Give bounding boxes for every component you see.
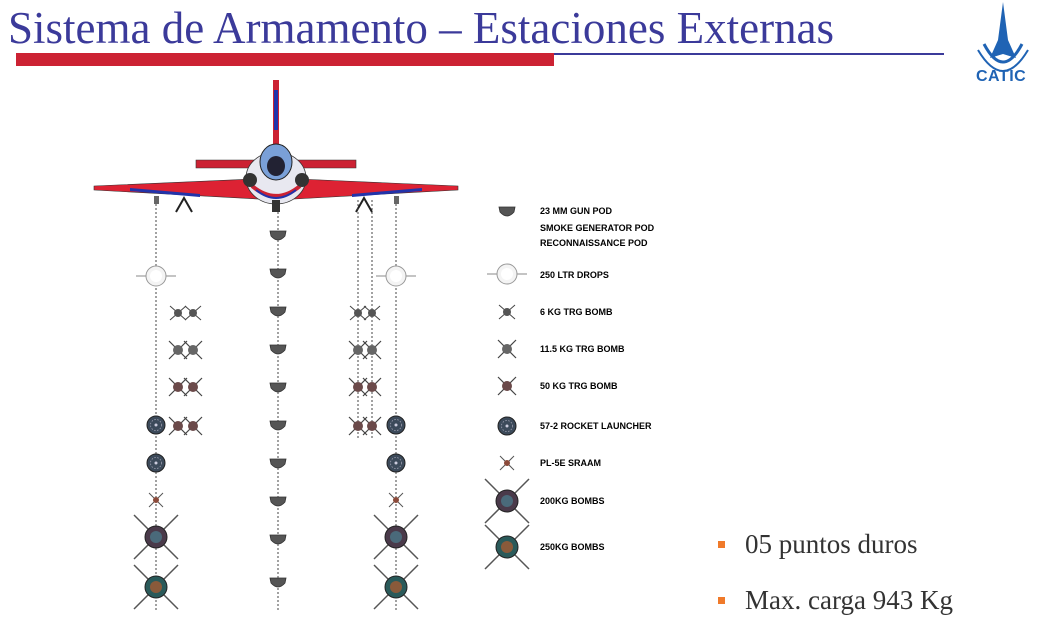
legend-label: 50 KG TRG BOMB [540,381,618,391]
bullet-item: 05 puntos duros [718,516,953,572]
bullet-item: Max. carga 943 Kg [718,572,953,628]
legend-label: PL-5E SRAAM [540,458,601,468]
legend-label: 23 MM GUN POD [540,206,613,216]
legend-label: 250 LTR DROPS [540,270,609,280]
title-underline [554,53,944,55]
right-station-stores [348,265,419,610]
aircraft-icon [93,80,459,213]
bullet-square-icon [718,540,725,548]
legend-label: 11.5 KG TRG BOMB [540,344,625,354]
bullet-square-icon [718,596,725,604]
left-station-stores [133,265,203,610]
legend-label: RECONNAISSANCE POD [540,238,648,248]
legend-label: SMOKE GENERATOR POD [540,223,655,233]
legend-label: 6 KG TRG BOMB [540,307,613,317]
catic-logo-icon [977,2,1029,72]
summary-bullets: 05 puntos duros Max. carga 943 Kg [718,516,953,628]
bullet-text: 05 puntos duros [745,528,918,559]
legend: 23 MM GUN POD SMOKE GENERATOR POD RECONN… [540,206,655,552]
bullet-text: Max. carga 943 Kg [745,584,953,615]
weapons-stations-diagram: 23 MM GUN POD SMOKE GENERATOR POD RECONN… [93,80,655,611]
legend-label: 57-2 ROCKET LAUNCHER [540,421,652,431]
pylon-lines [155,200,397,611]
title-accent-bar [16,53,554,66]
catic-logo-text: CATIC [976,68,1027,85]
slide-title: Sistema de Armamento – Estaciones Extern… [8,3,835,53]
legend-label: 250KG BOMBS [540,542,605,552]
legend-label: 200KG BOMBS [540,496,605,506]
legend-icons [484,206,530,570]
